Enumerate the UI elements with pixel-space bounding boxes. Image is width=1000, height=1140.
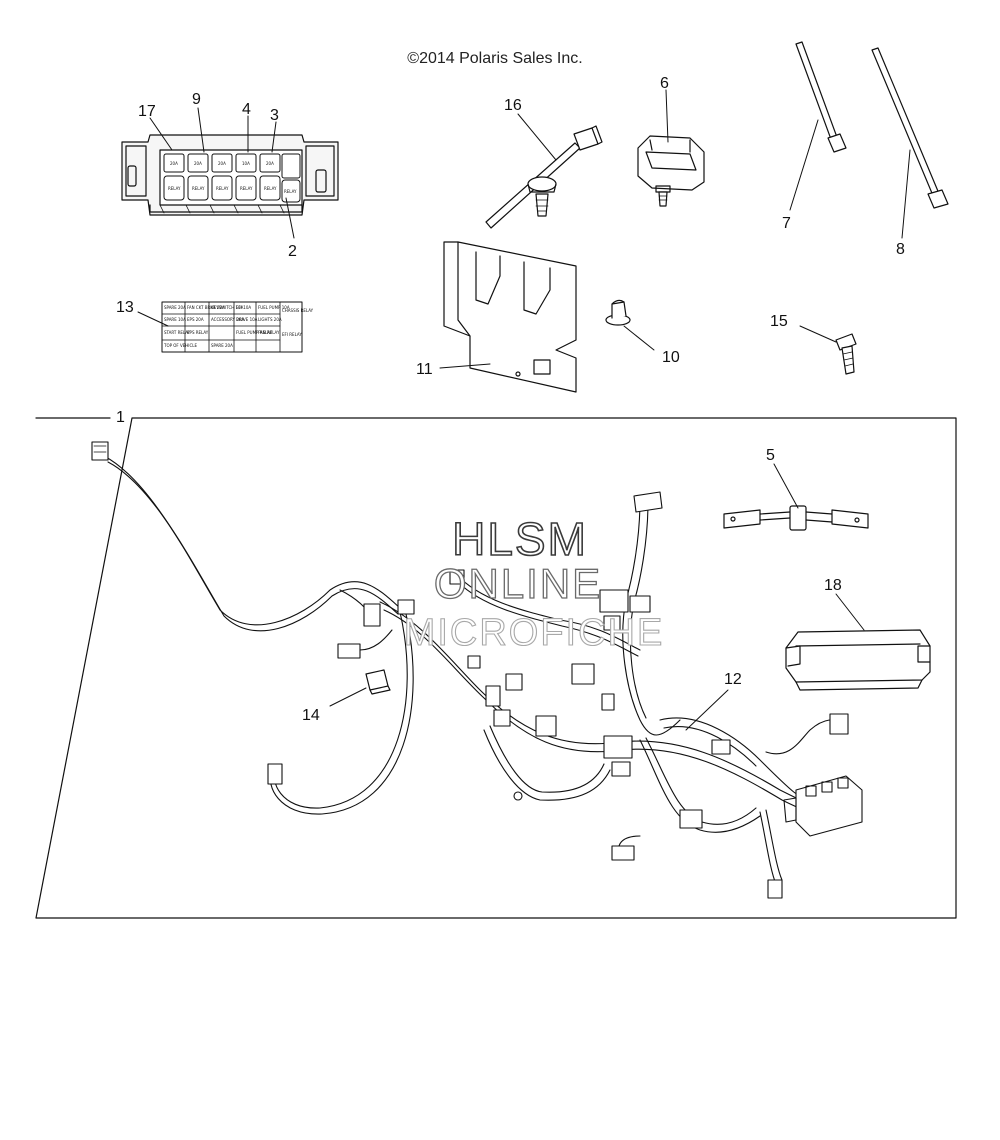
svg-text:SPARE 10A: SPARE 10A	[164, 317, 186, 322]
bracket-part	[443, 241, 577, 393]
svg-text:FUEL PUMP RELAY: FUEL PUMP RELAY	[236, 330, 273, 335]
svg-text:FAN CKT BRKR 20A: FAN CKT BRKR 20A	[187, 305, 225, 310]
clip-connector-part	[637, 135, 705, 207]
callout-11: 11	[416, 361, 433, 378]
push-rivet-part	[605, 299, 631, 326]
callout-13: 13	[116, 299, 134, 316]
svg-text:FAN RELAY: FAN RELAY	[258, 330, 280, 335]
callout-3: 3	[270, 107, 279, 124]
callout-9: 9	[192, 91, 201, 108]
svg-text:10A: 10A	[242, 161, 250, 166]
svg-text:SPARE 20A: SPARE 20A	[211, 343, 233, 348]
wiring-harness-part	[91, 441, 863, 899]
callout-4: 4	[242, 101, 251, 118]
svg-text:EPS RELAY: EPS RELAY	[187, 330, 209, 335]
callouts: 17 9 4 3 2 13 16 6 7 8 11 10 15 1 5 18 1…	[116, 75, 905, 724]
cable-tie-mount-part	[485, 125, 603, 229]
callout-18: 18	[824, 577, 842, 594]
callout-15: 15	[770, 313, 788, 330]
callout-8: 8	[896, 241, 905, 258]
svg-text:RELAY: RELAY	[168, 186, 181, 191]
svg-text:KEYSWITCH 10A: KEYSWITCH 10A	[211, 305, 244, 310]
svg-text:CHASSIS RELAY: CHASSIS RELAY	[282, 308, 314, 313]
svg-text:FUEL PUMP 10A: FUEL PUMP 10A	[258, 305, 290, 310]
cable-tie-7-part	[795, 41, 847, 153]
svg-text:20A: 20A	[194, 161, 202, 166]
svg-text:SPARE 20A: SPARE 20A	[164, 305, 186, 310]
leader-lines	[137, 89, 911, 731]
svg-text:20A: 20A	[266, 161, 274, 166]
callout-10: 10	[662, 349, 680, 366]
svg-text:DRIVE 10A: DRIVE 10A	[236, 317, 258, 322]
inline-fuse-part	[723, 505, 869, 531]
callout-17: 17	[138, 103, 156, 120]
callout-16: 16	[504, 97, 522, 114]
svg-text:EFI RELAY: EFI RELAY	[282, 332, 302, 337]
cable-tie-8-part	[871, 47, 949, 209]
connector-14-part	[365, 669, 391, 695]
svg-text:EPS 20A: EPS 20A	[187, 317, 204, 322]
svg-text:20A: 20A	[218, 161, 226, 166]
svg-text:START RELAY: START RELAY	[164, 330, 191, 335]
svg-text:ACCESSORY 20A: ACCESSORY 20A	[211, 317, 244, 322]
callout-14: 14	[302, 707, 320, 724]
fuse-box-text: 20A 20A 20A 10A 20A RELAY RELAY RELAY RE…	[168, 161, 297, 194]
callout-12: 12	[724, 671, 742, 688]
svg-text:EFI 10A: EFI 10A	[236, 305, 251, 310]
callout-5: 5	[766, 447, 775, 464]
callout-6: 6	[660, 75, 669, 92]
cover-part	[785, 629, 931, 691]
svg-text:RELAY: RELAY	[284, 189, 297, 194]
fuse-label-part	[161, 301, 303, 353]
callout-7: 7	[782, 215, 791, 232]
svg-text:RELAY: RELAY	[264, 186, 277, 191]
fuse-label-text: SPARE 20A FAN CKT BRKR 20A KEYSWITCH 10A…	[163, 305, 314, 348]
svg-text:RELAY: RELAY	[192, 186, 205, 191]
callout-1: 1	[116, 409, 125, 426]
svg-text:LIGHTS 20A: LIGHTS 20A	[258, 317, 282, 322]
screw-part	[835, 333, 857, 375]
svg-text:20A: 20A	[170, 161, 178, 166]
harness-frame	[35, 417, 957, 919]
callout-2: 2	[288, 243, 297, 260]
fuse-box-part	[121, 134, 339, 216]
svg-text:RELAY: RELAY	[240, 186, 253, 191]
svg-text:TOP OF VEHICLE: TOP OF VEHICLE	[163, 343, 197, 348]
svg-text:RELAY: RELAY	[216, 186, 229, 191]
copyright-text: ©2014 Polaris Sales Inc.	[407, 50, 583, 67]
